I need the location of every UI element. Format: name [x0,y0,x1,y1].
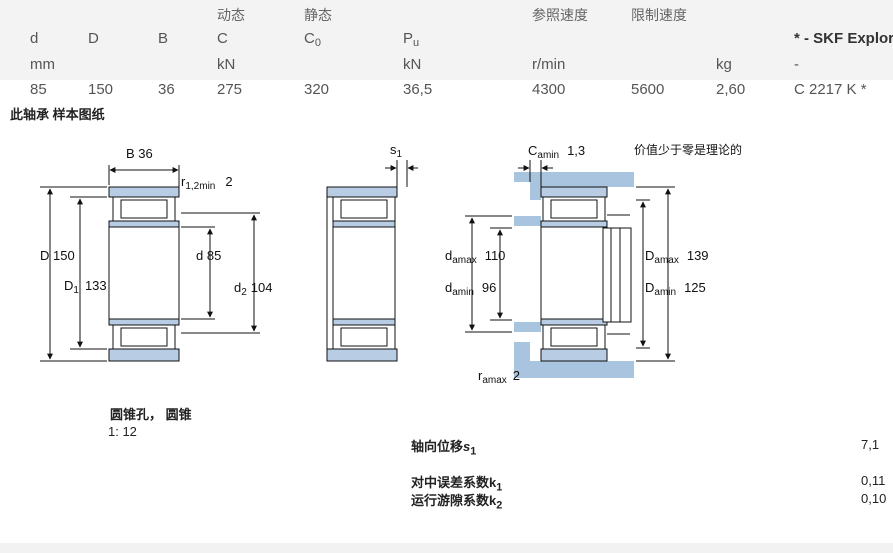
running-clearance-factor-label: 运行游隙系数k2 [411,493,503,512]
theoretical-note: 价值少于零是理论的 [634,142,742,157]
bearing-mounting-view [465,160,675,378]
value-Pu: 36,5 [403,81,433,98]
value-C: 275 [217,81,243,98]
axial-displacement-value: 7,1 [861,437,880,452]
value-B: 36 [158,81,175,98]
value-limiting-speed: 5600 [631,81,665,98]
misalignment-factor-value: 0,11 [861,473,886,488]
header-d: d [30,30,39,47]
footer-bar [0,543,893,553]
header-C0: C0 [304,30,321,49]
header-B: B [158,30,169,47]
bearing-section-left [40,165,260,362]
spec-table: 动态 静态 参照速度 限制速度 d D B C C0 Pu * - SKF Ex… [0,0,893,80]
value-reference-speed: 4300 [532,81,566,98]
taper-ratio: 1: 12 [108,424,137,439]
unit-kn-pu: kN [403,56,422,73]
value-D: 150 [88,81,114,98]
header-dynamic: 动态 [217,7,245,23]
header-limiting-speed: 限制速度 [631,7,687,23]
brand-label: * - SKF Explorer [794,30,893,47]
axial-displacement-label: 轴向位移s1 [411,439,477,458]
value-designation: C 2217 K * [794,81,867,98]
header-static: 静态 [304,7,332,23]
dim-B: B 36 [126,146,153,161]
misalignment-factor-label: 对中误差系数k1 [411,475,503,494]
value-mass: 2,60 [716,81,746,98]
value-d: 85 [30,81,47,98]
header-reference-speed: 参照速度 [532,7,588,23]
running-clearance-factor-value: 0,10 [861,491,887,506]
drawing-title: 此轴承 样本图纸 [10,107,105,122]
value-C0: 320 [304,81,330,98]
unit-rmin: r/min [532,56,566,73]
unit-dash: - [794,56,799,73]
bearing-section-middle [326,160,418,362]
header-D: D [88,30,99,47]
unit-kn-dynamic: kN [217,56,236,73]
header-C: C [217,30,228,47]
header-Pu: Pu [403,30,420,49]
dim-D: D 150 [40,248,75,263]
dim-d: d 85 [196,248,221,263]
taper-note: 圆锥孔， 圆锥 [110,407,192,422]
dim-s1: s1 [390,142,403,160]
unit-kg: kg [716,56,732,73]
unit-mm: mm [30,56,55,73]
